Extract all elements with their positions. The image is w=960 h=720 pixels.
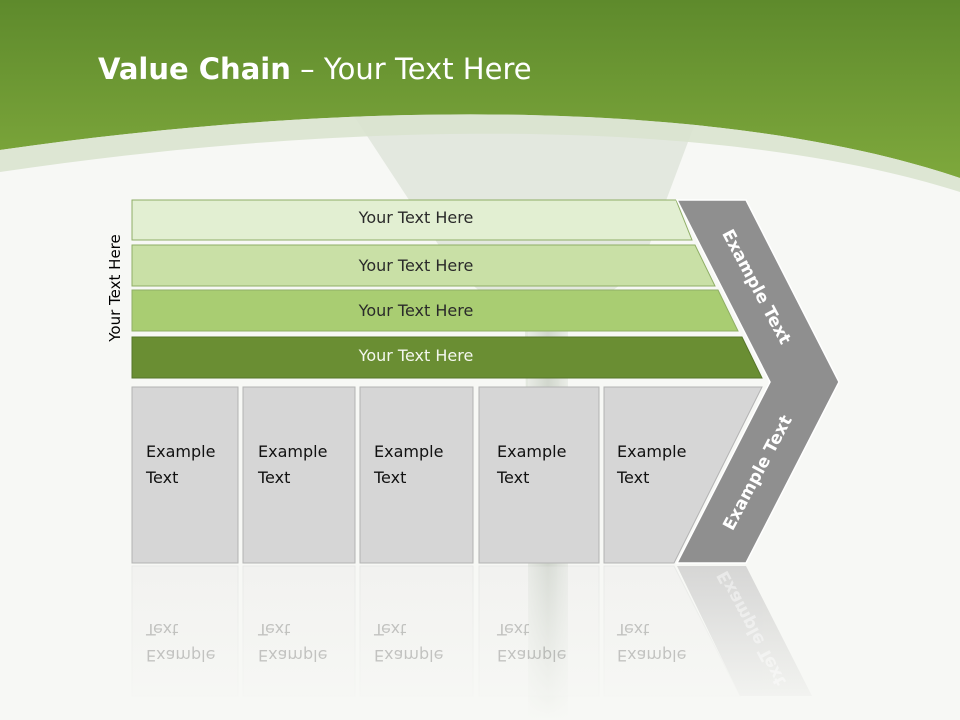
- cell-line2: Text: [258, 620, 291, 639]
- cell-line2: Text: [617, 620, 650, 639]
- cell-line1: Example: [374, 646, 444, 665]
- cell-reflection-4: Example Text: [483, 568, 599, 720]
- cell-box-3: [359, 386, 474, 564]
- cell-line2: Text: [146, 468, 179, 487]
- cell-line1: Example: [617, 442, 687, 461]
- cell-line2: Text: [146, 620, 179, 639]
- cell-box-4: [478, 386, 600, 564]
- chevron-arrow: [675, 199, 840, 564]
- support-bar-label-2: Your Text Here: [358, 256, 474, 275]
- cell-line2: Text: [258, 468, 291, 487]
- cell-line2: Text: [617, 468, 650, 487]
- support-bar-3: [131, 289, 739, 332]
- support-bar-label-1: Your Text Here: [358, 208, 474, 227]
- cell-box-5: [603, 386, 763, 564]
- support-bar-label-3: Your Text Here: [358, 301, 474, 320]
- cell-box-2: [242, 386, 356, 564]
- title-bold: Value Chain: [98, 52, 291, 86]
- cell-line1: Example: [146, 646, 216, 665]
- cell-line1: Example: [258, 442, 328, 461]
- cell-line1: Example: [374, 442, 444, 461]
- cell-reflection-5: Example Text: [603, 568, 713, 720]
- cell-line1: Example: [497, 646, 567, 665]
- cell-reflection-3: Example Text: [360, 568, 473, 720]
- title-rest: Your Text Here: [323, 52, 532, 86]
- cell-line1: Example: [497, 442, 567, 461]
- cell-line1: Example: [258, 646, 328, 665]
- support-bar-1: [131, 199, 693, 241]
- cell-box-1: [131, 386, 239, 564]
- cell-line2: Text: [374, 620, 407, 639]
- title-dash: –: [290, 52, 324, 86]
- cell-reflection-1: Example Text: [132, 568, 238, 720]
- cell-line2: Text: [374, 468, 407, 487]
- support-bar-2: [131, 244, 716, 287]
- cell-reflection-2: Example Text: [244, 568, 356, 720]
- slide-title: Value Chain – Your Text Here: [98, 52, 532, 86]
- cell-line1: Example: [617, 646, 687, 665]
- cell-line2: Text: [497, 468, 530, 487]
- support-bar-4: [131, 336, 763, 379]
- support-bar-label-4: Your Text Here: [358, 346, 474, 365]
- cell-line1: Example: [146, 442, 216, 461]
- cell-line2: Text: [497, 620, 530, 639]
